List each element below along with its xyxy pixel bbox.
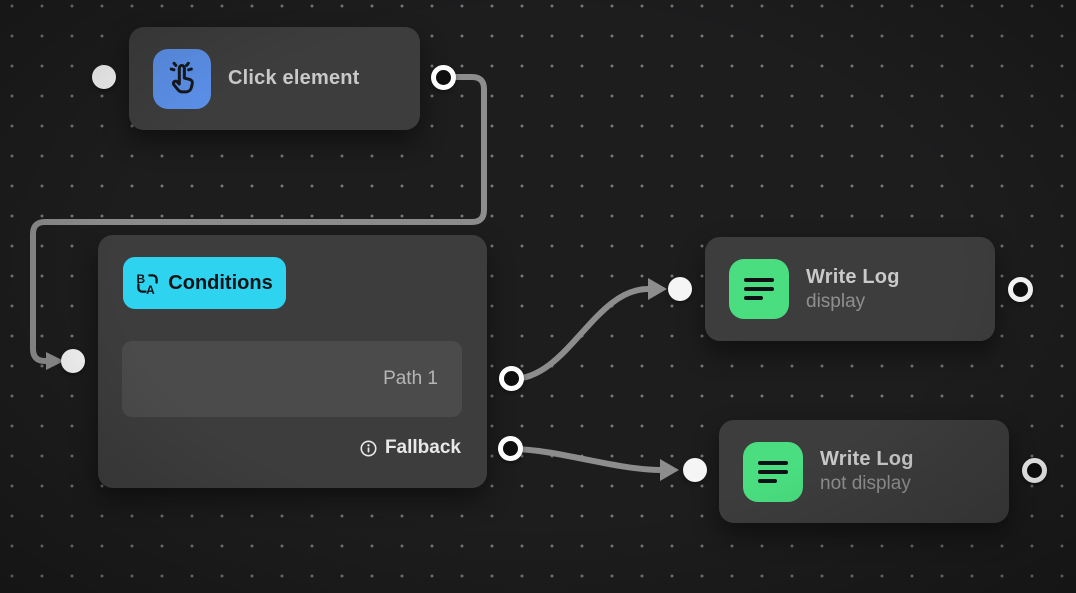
write-log-display-input-handle[interactable] <box>668 277 692 301</box>
log-lines-icon <box>729 259 789 319</box>
svg-text:B: B <box>137 272 146 286</box>
pointer-tap-icon <box>153 48 211 109</box>
edge-path1-arrowhead <box>648 278 667 300</box>
conditions-fallback-output-handle[interactable] <box>498 436 523 461</box>
edge-fallback-to-writelog-notdisplay[interactable] <box>509 446 664 473</box>
node-conditions[interactable]: B A Conditions Path 1 Fallback <box>98 235 487 488</box>
conditions-path1-output-handle[interactable] <box>499 366 524 391</box>
node-write-log-not-display-title: Write Log <box>820 448 914 470</box>
condition-fallback-row[interactable]: Fallback <box>359 435 461 461</box>
condition-path-row[interactable]: Path 1 <box>122 341 462 417</box>
edge-path1-to-writelog-display[interactable] <box>509 286 651 382</box>
edge-fallback-arrowhead <box>660 459 679 481</box>
write-log-not-display-input-handle[interactable] <box>683 458 707 482</box>
write-log-not-display-output-handle[interactable] <box>1022 458 1047 483</box>
edge-click-to-conditions-arrowhead <box>46 352 64 370</box>
click-element-output-handle[interactable] <box>431 65 456 90</box>
node-write-log-display-title: Write Log <box>806 265 900 288</box>
svg-text:A: A <box>146 283 155 295</box>
node-click-element[interactable]: Click element <box>129 27 420 130</box>
info-circle-icon <box>359 439 378 458</box>
condition-path-label: Path 1 <box>383 368 438 389</box>
conditions-badge-label: Conditions <box>168 271 273 294</box>
write-log-display-output-handle[interactable] <box>1008 277 1033 302</box>
log-lines-icon <box>743 441 803 502</box>
click-element-input-handle[interactable] <box>92 65 116 89</box>
node-write-log-display-subtitle: display <box>806 290 866 312</box>
node-click-element-label: Click element <box>228 67 360 89</box>
node-write-log-not-display-subtitle: not display <box>820 473 911 494</box>
node-write-log-display[interactable]: Write Log display <box>705 237 995 341</box>
condition-fallback-label: Fallback <box>384 437 461 458</box>
ab-compare-icon: B A <box>136 272 159 295</box>
node-write-log-not-display[interactable]: Write Log not display <box>719 420 1009 523</box>
edge-click-to-conditions[interactable] <box>30 74 487 364</box>
conditions-input-handle[interactable] <box>61 349 85 373</box>
conditions-badge: B A Conditions <box>123 257 286 309</box>
